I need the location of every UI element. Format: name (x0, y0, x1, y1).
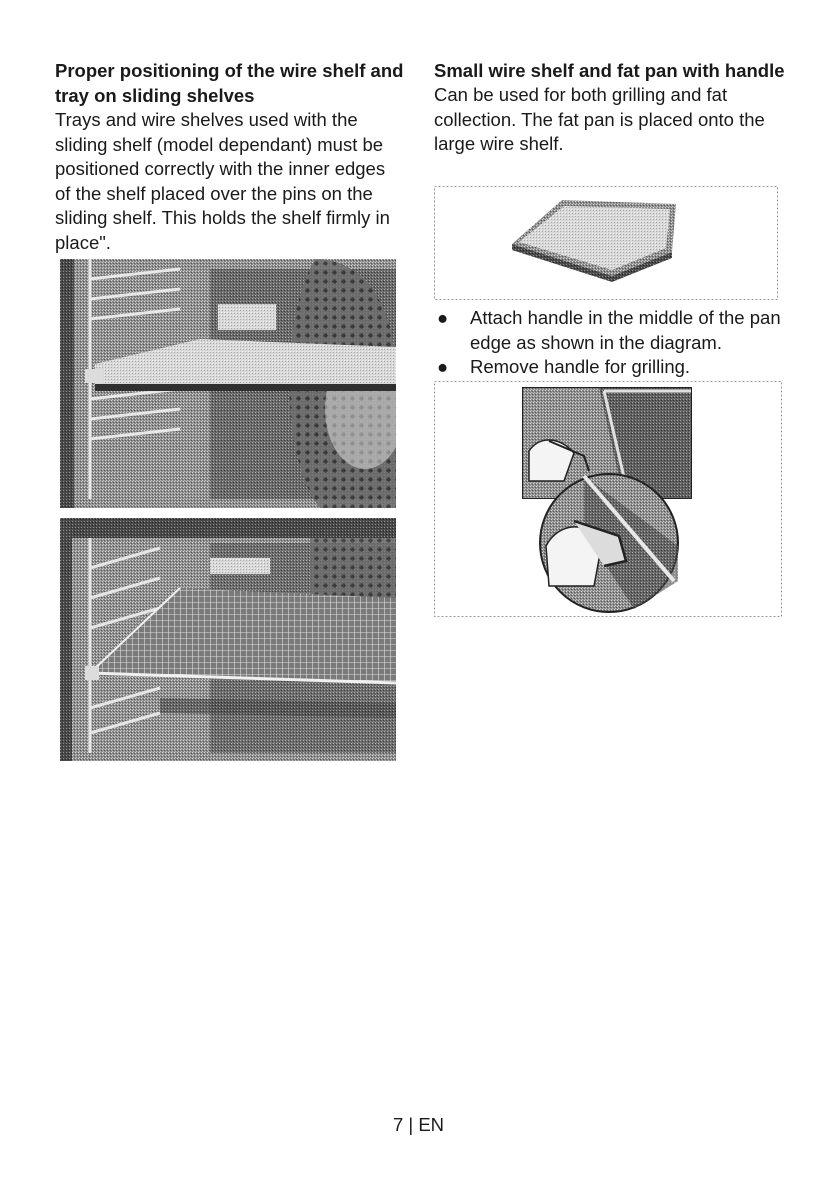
section-heading-positioning: Proper positioning of the wire shelf and… (55, 60, 404, 106)
section-heading-fat-pan: Small wire shelf and fat pan with handle (434, 60, 785, 81)
oven-tray-photo (60, 259, 396, 508)
fat-pan-illustration (434, 186, 778, 300)
section-body-positioning: Trays and wire shelves used with the sli… (55, 109, 390, 253)
page-number: 7 | EN (392, 1114, 445, 1135)
oven-wire-shelf-photo (60, 518, 396, 761)
bullet-icon: ● (437, 307, 449, 328)
list-item: ●Remove handle for grilling. (434, 355, 786, 380)
handle-attachment-diagram (434, 381, 782, 617)
bullet-icon: ● (437, 356, 449, 377)
right-column: Small wire shelf and fat pan with handle… (434, 58, 786, 157)
handle-instructions-list: ●Attach handle in the middle of the pan … (434, 306, 786, 380)
left-column: Proper positioning of the wire shelf and… (55, 58, 405, 255)
section-body-fat-pan: Can be used for both grilling and fat co… (434, 84, 765, 154)
list-item: ●Attach handle in the middle of the pan … (437, 307, 781, 353)
